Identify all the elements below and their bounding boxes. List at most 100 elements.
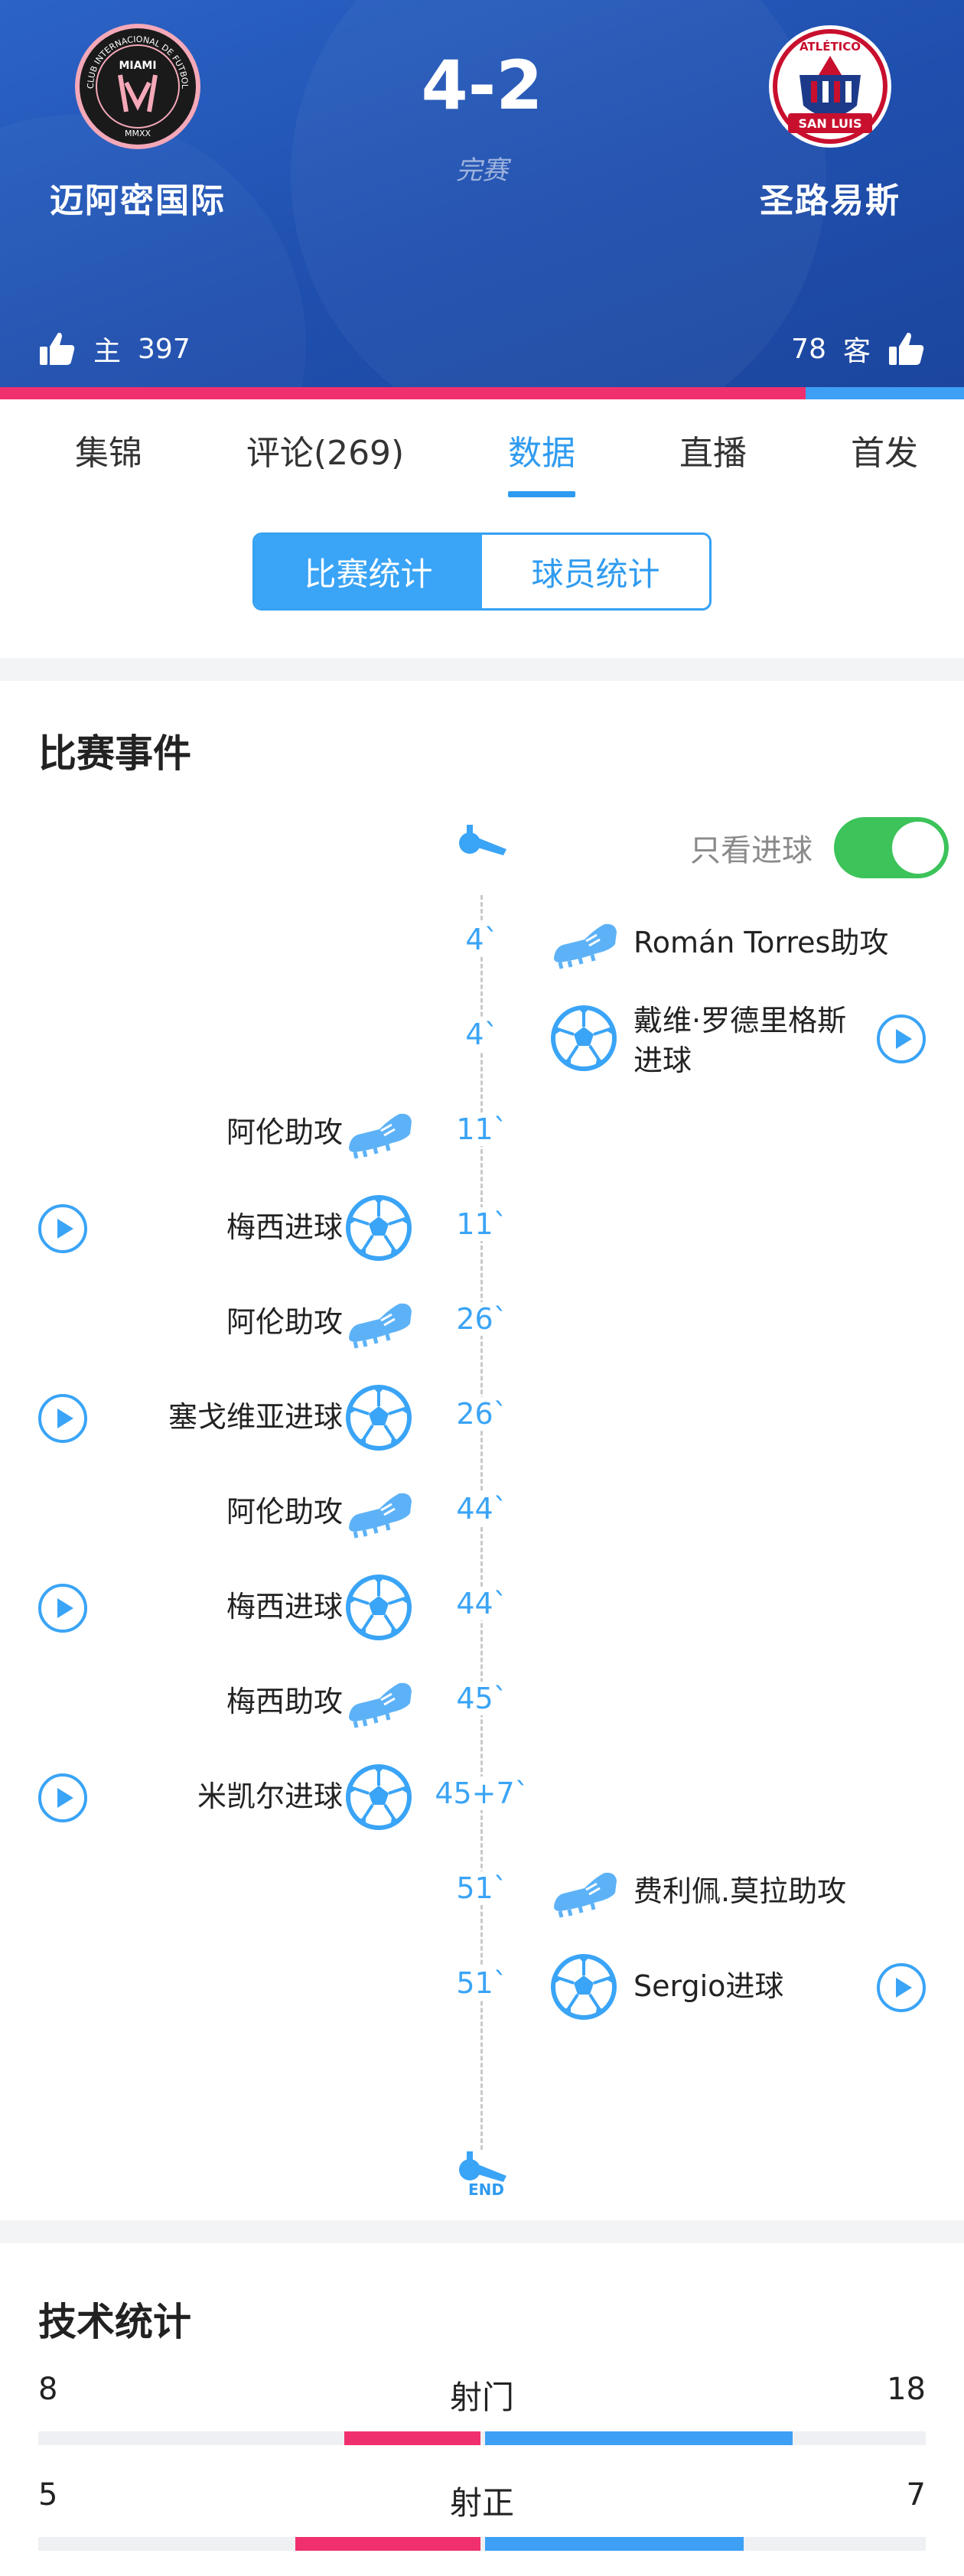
away-like-label: 客: [842, 336, 871, 367]
event-text: 梅西进球: [226, 1207, 343, 1247]
tab-bar: 集锦 评论(269) 数据 直播 首发: [0, 399, 964, 506]
toggle-knob: [892, 822, 944, 874]
segment-player-stats[interactable]: 球员统计: [531, 555, 660, 593]
event-minute: 11`: [428, 1207, 536, 1241]
event-text-line: Román Torres助攻: [633, 926, 889, 959]
match-header: CLUB INTERNACIONAL DE FUTBOL MIAMI MMXX …: [0, 0, 964, 387]
football-icon: [346, 1575, 412, 1640]
football-icon: [551, 1005, 617, 1071]
event-minute: 51`: [428, 1871, 536, 1905]
football-icon: [551, 1954, 617, 2020]
event-minute: 4`: [428, 923, 536, 956]
away-vote-share: [806, 387, 964, 399]
tab-0[interactable]: 集锦: [75, 434, 142, 473]
home-vote-share: [0, 387, 806, 399]
event-text-line: 阿伦助攻: [226, 1495, 343, 1529]
event-text: 塞戈维亚进球: [168, 1397, 343, 1437]
event-minute: 45`: [428, 1682, 536, 1715]
end-label: END: [468, 2180, 505, 2199]
play-video-icon[interactable]: [37, 1582, 89, 1634]
tab-4[interactable]: 首发: [850, 434, 918, 473]
event-minute: 4`: [428, 1018, 536, 1051]
stat-home-bar: [295, 2537, 480, 2551]
thumbs-up-icon: [889, 332, 924, 365]
event-text-line: 阿伦助攻: [226, 1305, 343, 1339]
stat-away-bar: [485, 2537, 744, 2551]
goals-only-toggle[interactable]: [834, 817, 949, 878]
stat-home-value: 8: [38, 2372, 58, 2407]
event-row: 51` 费利佩.莫拉助攻: [0, 1850, 964, 1934]
event-text-line: 米凯尔进球: [197, 1780, 343, 1813]
boot-icon: [349, 1113, 412, 1159]
away-team[interactable]: ATLÉTICO SAN LUIS 圣路易斯: [715, 21, 945, 222]
event-minute: 51`: [428, 1966, 536, 2000]
event-text-line: 戴维·罗德里格斯: [633, 1004, 847, 1037]
event-minute: 44`: [428, 1587, 536, 1620]
event-text-line: 进球: [633, 1044, 692, 1077]
event-text: 费利佩.莫拉助攻: [633, 1871, 846, 1911]
event-row: 26`塞戈维亚进球: [0, 1376, 964, 1460]
event-text-line: 费利佩.莫拉助攻: [633, 1874, 847, 1908]
tab-2[interactable]: 数据: [508, 399, 576, 506]
svg-text:MIAMI: MIAMI: [119, 60, 156, 72]
home-team[interactable]: CLUB INTERNACIONAL DE FUTBOL MIAMI MMXX …: [23, 21, 252, 222]
play-video-icon[interactable]: [875, 1013, 927, 1065]
event-text: 阿伦助攻: [226, 1302, 343, 1342]
svg-text:SAN LUIS: SAN LUIS: [799, 116, 862, 131]
svg-text:ATLÉTICO: ATLÉTICO: [800, 39, 861, 54]
inter-miami-logo: CLUB INTERNACIONAL DE FUTBOL MIAMI MMXX: [75, 24, 200, 149]
event-row: 4` Román Torres助攻: [0, 901, 964, 985]
event-text-line: 梅西助攻: [226, 1685, 343, 1718]
tab-3[interactable]: 直播: [679, 434, 747, 473]
play-video-icon[interactable]: [37, 1203, 89, 1255]
header-decoration: [291, 0, 826, 387]
stat-track: [38, 2431, 926, 2445]
stat-row: 5 射正 7: [0, 2477, 964, 2569]
play-video-icon[interactable]: [37, 1392, 89, 1444]
match-score: 4-2: [421, 46, 543, 125]
play-video-icon[interactable]: [37, 1772, 89, 1824]
event-minute: 44`: [428, 1492, 536, 1526]
thumbs-up-icon: [40, 332, 75, 365]
goals-only-label: 只看进球: [690, 833, 813, 868]
event-text-line: 梅西进球: [226, 1210, 343, 1244]
event-row: 4` 戴维·罗德里格斯进球: [0, 996, 964, 1080]
home-team-name: 迈阿密国际: [50, 181, 226, 220]
event-text-line: 梅西进球: [226, 1590, 343, 1623]
stats-segment: 比赛统计 球员统计: [252, 532, 712, 611]
tab-1[interactable]: 评论(269): [246, 434, 405, 473]
away-like[interactable]: 78 客: [791, 329, 926, 369]
tech-stats-title: 技术统计: [38, 2300, 191, 2344]
home-like-label: 主: [93, 336, 122, 367]
event-row: 45` 梅西助攻: [0, 1660, 964, 1744]
football-icon: [346, 1764, 412, 1830]
event-text: 阿伦助攻: [226, 1492, 343, 1532]
match-status: 完赛: [456, 155, 508, 186]
home-like-count: 397: [138, 333, 191, 365]
whistle-end-icon: [459, 2151, 506, 2182]
event-text-line: Sergio进球: [633, 1969, 784, 2003]
event-text-line: 阿伦助攻: [226, 1115, 343, 1149]
segment-match-stats[interactable]: 比赛统计: [255, 535, 482, 608]
boot-icon: [349, 1682, 412, 1728]
football-icon: [346, 1385, 412, 1451]
event-row: 26`阿伦助攻: [0, 1281, 964, 1365]
event-row: 51` Sergio进球: [0, 1945, 964, 2029]
event-row: 11` 阿伦助攻: [0, 1091, 964, 1175]
home-like[interactable]: 主 397: [38, 329, 191, 369]
event-text: 阿伦助攻: [226, 1112, 343, 1152]
vote-ratio-bar: [0, 387, 964, 399]
boot-icon: [349, 1303, 412, 1349]
away-team-name: 圣路易斯: [760, 181, 900, 220]
stat-away-value: 7: [906, 2477, 926, 2512]
event-row: 45+7`米凯尔进球: [0, 1755, 964, 1839]
stat-away-bar: [485, 2431, 793, 2445]
stat-away-value: 18: [887, 2372, 926, 2407]
stat-name: 射正: [449, 2484, 514, 2522]
play-video-icon[interactable]: [875, 1962, 927, 2014]
stat-home-value: 5: [38, 2477, 58, 2512]
event-minute: 11`: [428, 1112, 536, 1146]
stat-name: 射门: [449, 2379, 514, 2416]
boot-icon: [554, 1872, 617, 1918]
stat-track: [38, 2537, 926, 2551]
